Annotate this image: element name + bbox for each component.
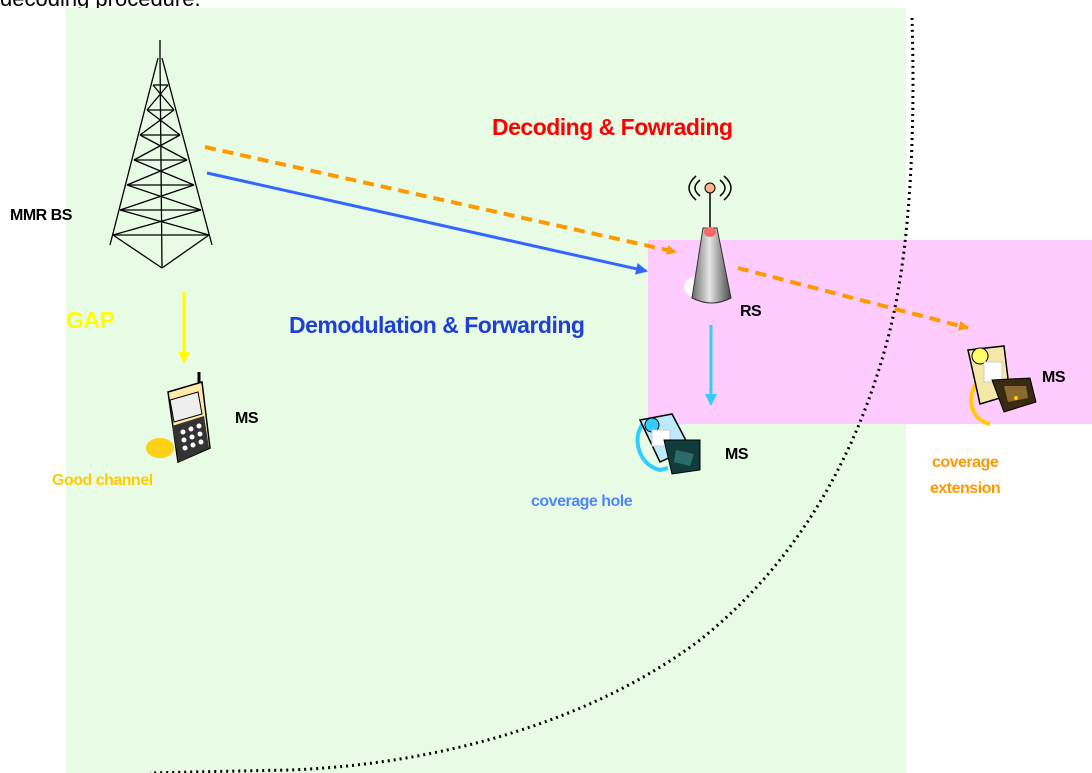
ms-left-label: MS xyxy=(235,410,259,427)
mobile-phone-icon xyxy=(146,372,211,464)
pager-device-icon xyxy=(967,345,1037,426)
ms-middle-label: MS xyxy=(725,446,749,463)
bs-to-rs-decoding-arrow xyxy=(204,145,677,255)
coverage-hole-label: coverage hole xyxy=(531,493,633,510)
coverage-extension-line1: coverage xyxy=(931,454,999,471)
coverage-extension-line2: extension xyxy=(930,480,1001,497)
rs-to-ms-extension-arrow xyxy=(737,266,969,331)
demodulation-forwarding-label: Demodulation & Forwarding xyxy=(289,312,585,338)
ms-right-label: MS xyxy=(1042,369,1066,386)
gap-label: GAP xyxy=(66,307,115,333)
relay-station-icon xyxy=(684,175,732,304)
good-channel-label: Good channel xyxy=(52,472,153,489)
decoding-forwarding-label: Decoding & Fowrading xyxy=(492,114,733,140)
tower-icon xyxy=(109,40,213,269)
caption-fragment: decoding procedure. xyxy=(0,0,201,12)
coverage-extension-label: coverage extension xyxy=(930,450,1001,502)
rs-label: RS xyxy=(740,303,762,320)
pager-device-icon xyxy=(635,413,701,475)
mmr-bs-label: MMR BS xyxy=(10,207,72,224)
bs-to-rs-demodulation-arrow xyxy=(206,171,648,275)
